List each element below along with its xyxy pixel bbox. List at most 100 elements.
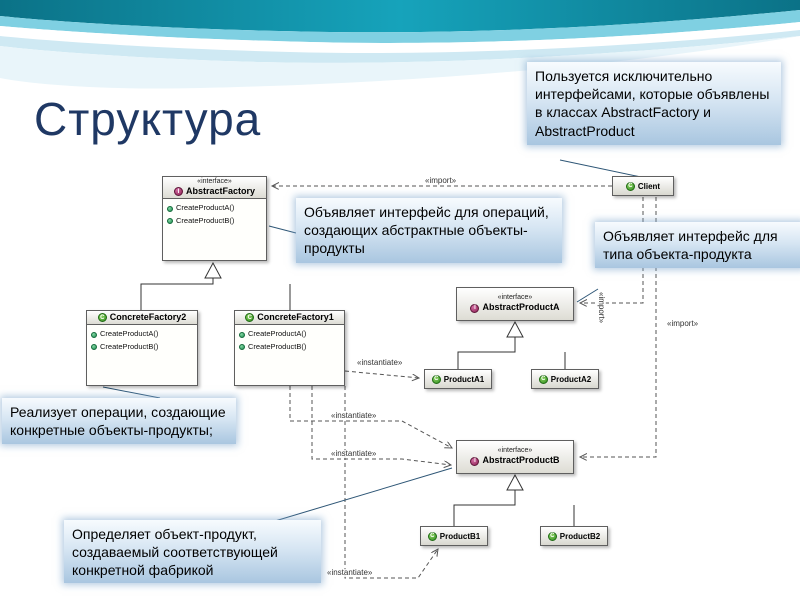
leader-concrete-note bbox=[102, 386, 161, 399]
method-icon bbox=[167, 218, 173, 225]
pale-wave bbox=[0, 36, 800, 89]
class-abstract-factory: «interface» I AbstractFactory CreateProd… bbox=[162, 176, 267, 261]
edge-label-instantiate: «instantiate» bbox=[330, 449, 378, 458]
class-name: ProductA2 bbox=[550, 374, 592, 384]
method-label: CreateProductA() bbox=[176, 203, 235, 213]
callout-client-note: Пользуется исключительно интерфейсами, к… bbox=[527, 62, 781, 145]
class-client: C Client bbox=[612, 176, 674, 196]
class-name: ConcreteFactory1 bbox=[257, 312, 334, 322]
cyan-wave bbox=[0, 10, 800, 44]
class-name: ProductA1 bbox=[443, 374, 485, 384]
class-product-b1: C ProductB1 bbox=[420, 526, 488, 546]
methods-compartment: CreateProductA() CreateProductB() bbox=[235, 324, 344, 385]
edge-label-instantiate: «instantiate» bbox=[330, 411, 378, 420]
method-item: CreateProductA() bbox=[91, 328, 193, 341]
gen-producta1 bbox=[457, 337, 516, 369]
leader-client-note bbox=[559, 159, 642, 178]
class-abstract-product-b: «interface» I AbstractProductB bbox=[456, 440, 574, 474]
light-blue-wave bbox=[0, 30, 800, 63]
edge-instantiate-lower bbox=[311, 386, 451, 465]
method-item: CreateProductA() bbox=[167, 202, 262, 215]
concrete-factory1-header: C ConcreteFactory1 bbox=[235, 311, 344, 325]
class-name-row: I AbstractProductB bbox=[459, 455, 571, 466]
edge-label-import: «import» bbox=[666, 319, 700, 328]
leader-factory-note bbox=[268, 225, 297, 234]
edge-label-import: «import» bbox=[424, 176, 458, 185]
method-icon bbox=[91, 331, 97, 338]
method-icon bbox=[239, 331, 245, 338]
class-name-row: C ConcreteFactory2 bbox=[89, 312, 195, 323]
class-concrete-factory2: C ConcreteFactory2 CreateProductA() Crea… bbox=[86, 310, 198, 386]
callout-leader-lines bbox=[102, 159, 642, 522]
method-item: CreateProductB() bbox=[239, 341, 340, 354]
class-name: Client bbox=[637, 181, 661, 191]
triangle-abstractproductb bbox=[506, 473, 524, 491]
class-product-a2: C ProductA2 bbox=[531, 369, 599, 389]
class-name-row: I AbstractFactory bbox=[165, 186, 264, 197]
method-item: CreateProductA() bbox=[239, 328, 340, 341]
edge-instantiate-producta1 bbox=[344, 370, 419, 378]
method-item: CreateProductB() bbox=[167, 215, 262, 228]
class-name: AbstractFactory bbox=[185, 186, 256, 197]
class-abstract-product-a: «interface» I AbstractProductA bbox=[456, 287, 574, 321]
method-label: CreateProductB() bbox=[100, 342, 159, 351]
triangle-abstractfactory bbox=[204, 261, 222, 279]
edge-label-import: «import» bbox=[596, 292, 606, 324]
callout-concrete-note: Реализует операции, создающие конкретные… bbox=[2, 398, 236, 445]
abstract-factory-header: «interface» I AbstractFactory bbox=[163, 177, 266, 199]
class-name: AbstractProductA bbox=[482, 302, 560, 313]
class-name: ConcreteFactory2 bbox=[109, 312, 187, 322]
method-item: CreateProductB() bbox=[91, 341, 193, 354]
class-icon: C bbox=[245, 313, 255, 323]
generalization-edges bbox=[140, 261, 575, 526]
class-icon: C bbox=[625, 181, 635, 191]
interface-icon: I bbox=[173, 187, 183, 197]
leader-product-note bbox=[274, 467, 453, 522]
edge-instantiate-upper bbox=[289, 386, 452, 448]
method-icon bbox=[91, 344, 97, 351]
method-label: CreateProductB() bbox=[176, 216, 235, 226]
callout-product-note: Определяет объект-продукт, создаваемый с… bbox=[64, 520, 321, 583]
class-icon: C bbox=[97, 313, 107, 323]
gen-concretefactory2 bbox=[140, 278, 214, 310]
class-name: AbstractProductB bbox=[482, 455, 560, 466]
abstract-product-a-header: «interface» I AbstractProductA bbox=[457, 288, 573, 320]
callout-product-type-note: Объявляет интерфейс для типа объекта-про… bbox=[595, 222, 800, 269]
white-wave bbox=[0, 22, 800, 54]
page-title: Структура bbox=[34, 93, 262, 145]
class-name: ProductB2 bbox=[559, 531, 601, 541]
class-name-row: C ConcreteFactory1 bbox=[237, 312, 342, 323]
class-icon: C bbox=[547, 531, 557, 541]
edge-instantiate-productb1 bbox=[344, 386, 438, 579]
methods-compartment: CreateProductA() CreateProductB() bbox=[87, 324, 197, 385]
method-icon bbox=[167, 205, 173, 212]
class-product-b2: C ProductB2 bbox=[540, 526, 608, 546]
class-icon: C bbox=[431, 374, 441, 384]
interface-icon: I bbox=[470, 456, 480, 466]
method-icon bbox=[239, 344, 245, 351]
class-concrete-factory1: C ConcreteFactory1 CreateProductA() Crea… bbox=[234, 310, 345, 386]
class-product-a1: C ProductA1 bbox=[424, 369, 492, 389]
triangle-abstractproducta bbox=[506, 320, 524, 338]
edge-label-instantiate: «instantiate» bbox=[356, 358, 404, 367]
edge-label-instantiate: «instantiate» bbox=[326, 568, 374, 577]
interface-icon: I bbox=[470, 303, 480, 313]
gen-productb1 bbox=[453, 490, 516, 526]
method-label: CreateProductA() bbox=[100, 329, 159, 339]
decorative-wave-banner bbox=[0, 0, 800, 89]
stereotype-label: «interface» bbox=[497, 294, 533, 302]
callout-factory-note: Объявляет интерфейс для операций, создаю… bbox=[296, 198, 562, 263]
edge-client-abstractproductb bbox=[580, 197, 657, 457]
class-icon: C bbox=[427, 531, 437, 541]
class-icon: C bbox=[538, 374, 548, 384]
leader-product-type-note bbox=[576, 288, 599, 303]
teal-band bbox=[0, 0, 800, 33]
methods-compartment: CreateProductA() CreateProductB() bbox=[163, 198, 266, 260]
method-label: CreateProductB() bbox=[248, 342, 307, 351]
abstract-product-b-header: «interface» I AbstractProductB bbox=[457, 441, 573, 473]
concrete-factory2-header: C ConcreteFactory2 bbox=[87, 311, 197, 325]
class-name-row: I AbstractProductA bbox=[459, 302, 571, 313]
method-label: CreateProductA() bbox=[248, 329, 307, 339]
stereotype-label: «interface» bbox=[197, 178, 232, 185]
